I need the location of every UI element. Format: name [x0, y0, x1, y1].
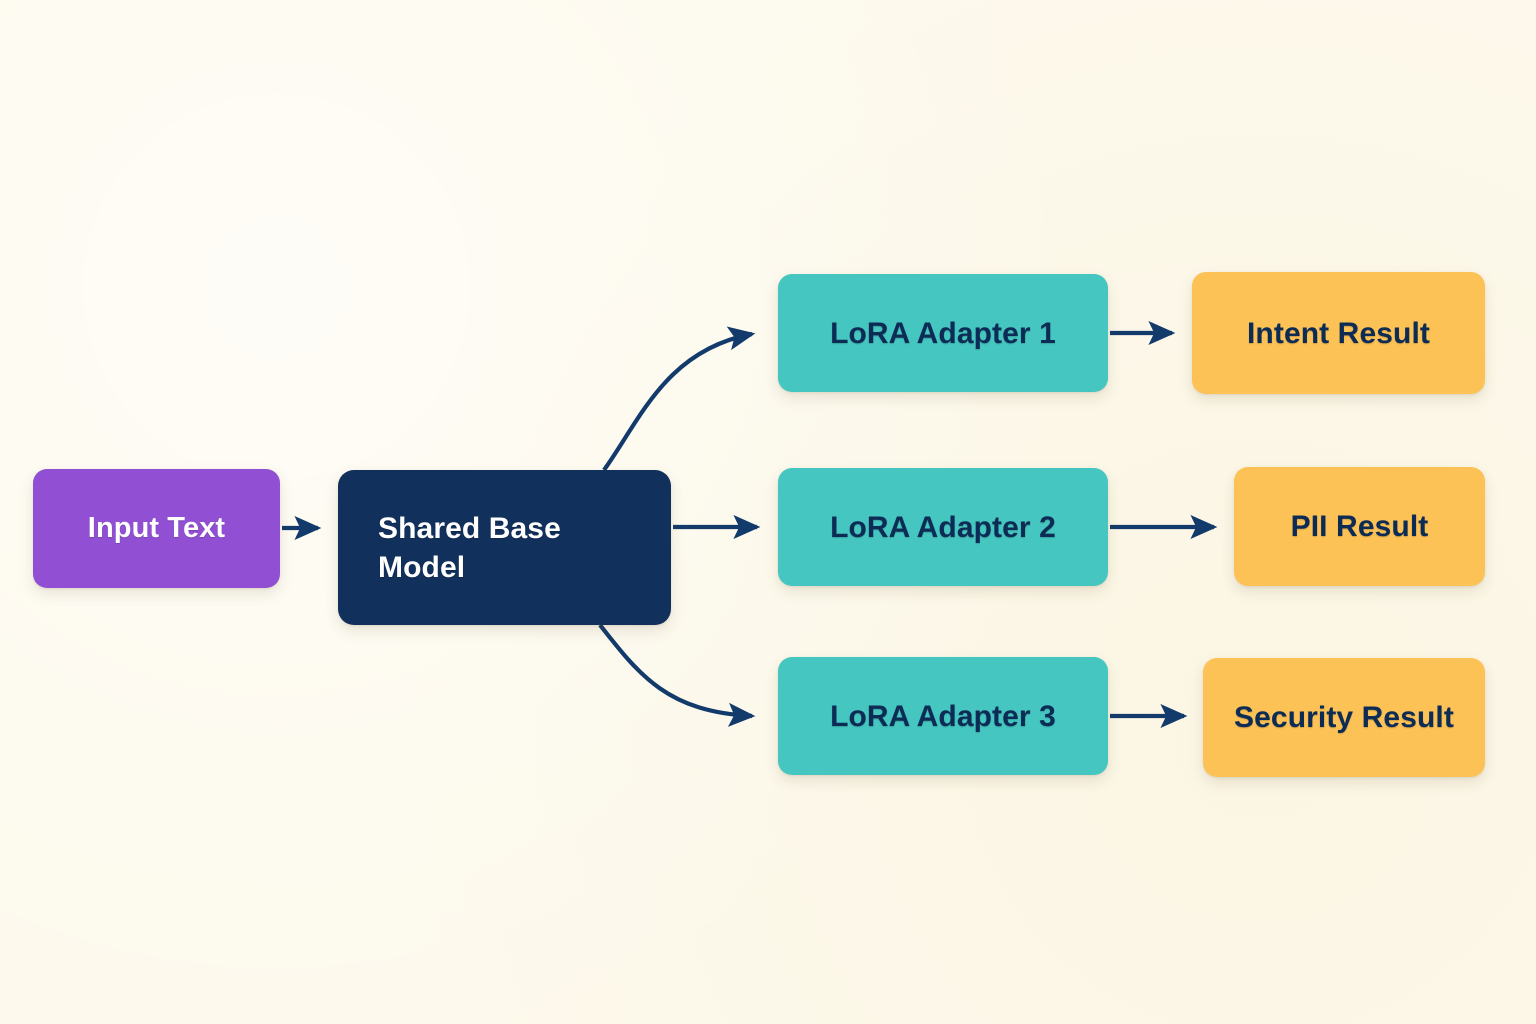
node-intent-result[interactable]: Intent Result	[1192, 272, 1485, 394]
edge-base-to-adapter-1	[602, 326, 756, 472]
node-lora-adapter-1[interactable]: LoRA Adapter 1	[778, 274, 1108, 392]
node-shared-base-model-line-2: Model	[378, 550, 466, 584]
node-shared-base-model-line-1: Shared Base	[378, 511, 561, 545]
node-lora-adapter-3[interactable]: LoRA Adapter 3	[778, 657, 1108, 775]
node-pii-result-label: PII Result	[1290, 510, 1429, 543]
node-lora-adapter-3-label: LoRA Adapter 3	[830, 699, 1056, 733]
node-intent-result-label: Intent Result	[1247, 316, 1430, 350]
node-security-result[interactable]: Security Result	[1203, 658, 1485, 777]
node-lora-adapter-2-label: LoRA Adapter 2	[830, 510, 1056, 544]
node-lora-adapter-2[interactable]: LoRA Adapter 2	[778, 468, 1108, 586]
node-lora-adapter-1-label: LoRA Adapter 1	[830, 316, 1056, 350]
node-input-text-label: Input Text	[87, 511, 226, 544]
node-pii-result[interactable]: PII Result	[1234, 467, 1485, 586]
node-security-result-label: Security Result	[1234, 701, 1454, 734]
node-input-text[interactable]: Input Text	[33, 469, 280, 588]
edge-base-to-adapter-3	[598, 623, 756, 727]
